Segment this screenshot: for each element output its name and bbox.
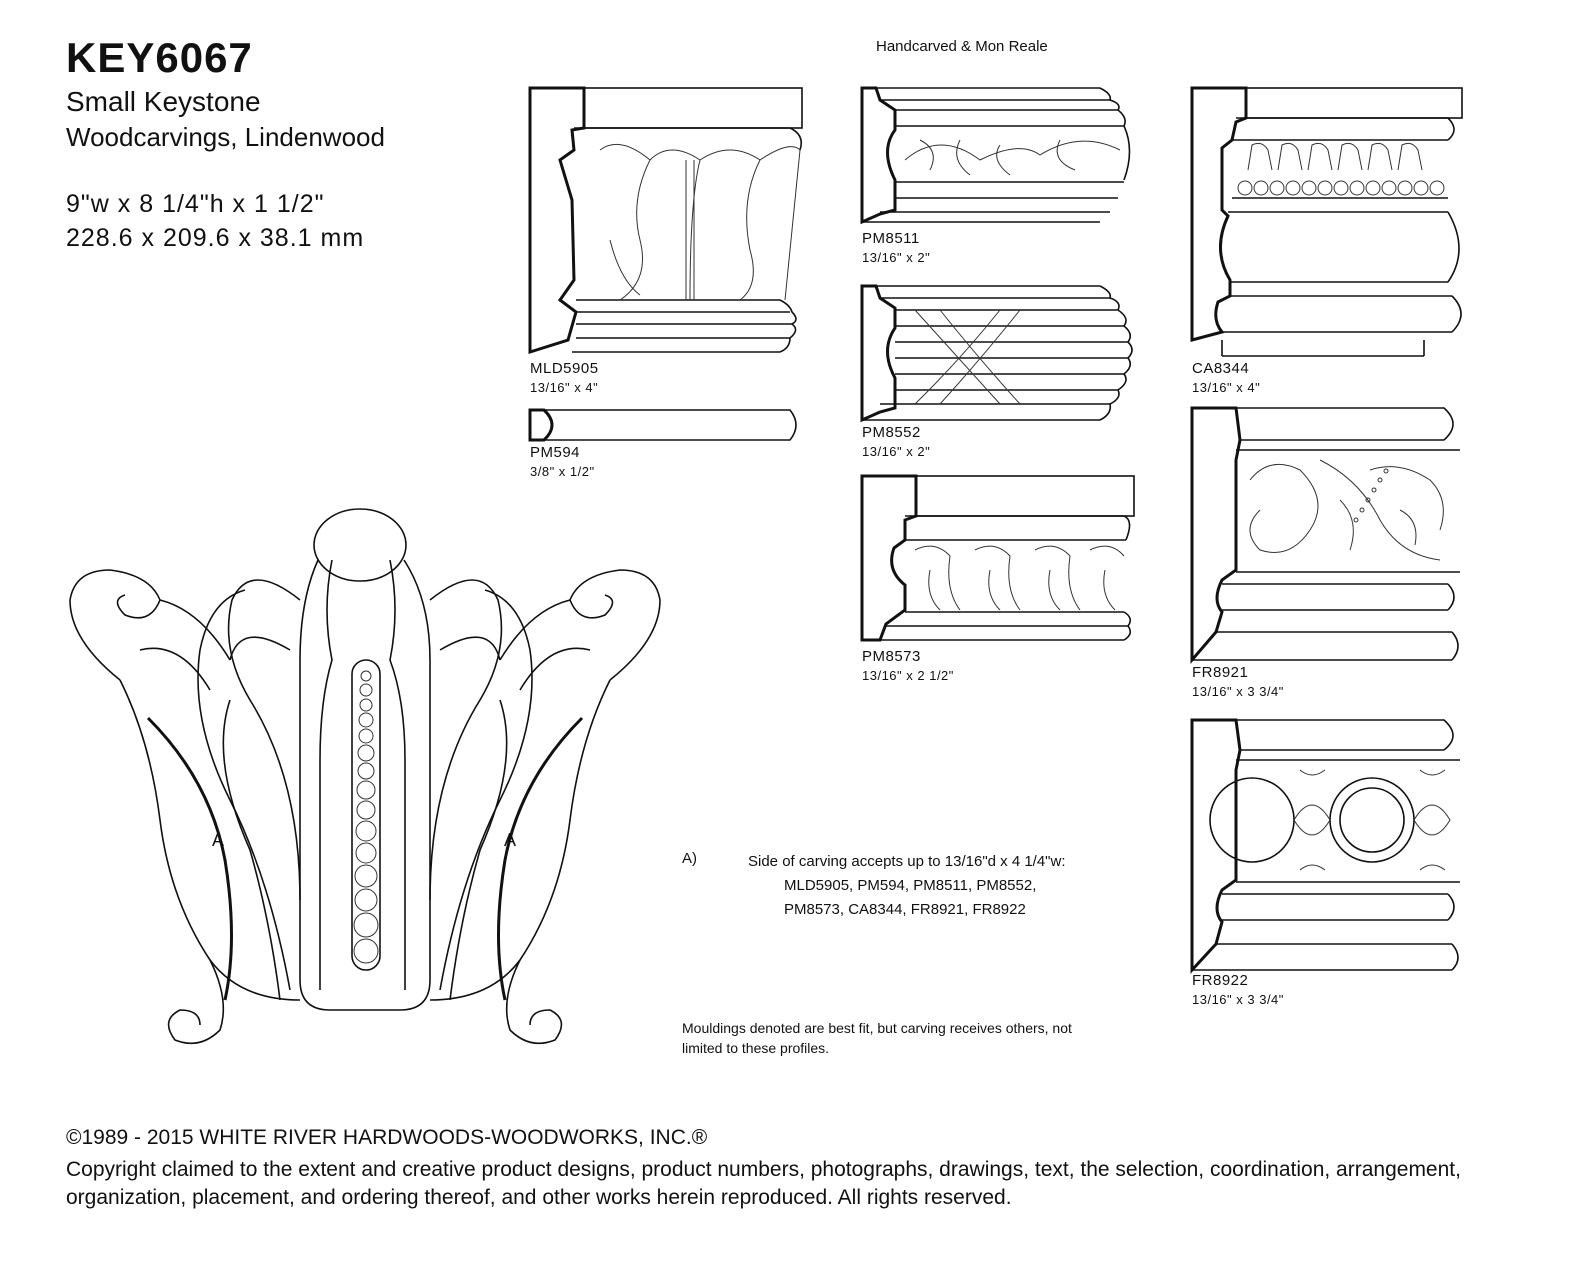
moulding-size: 13/16" x 4" <box>1192 380 1261 395</box>
moulding-pm594-drawing <box>528 408 797 442</box>
note-line-2: MLD5905, PM594, PM8511, PM8552, <box>784 877 1037 894</box>
best-fit-note: Mouldings denoted are best fit, but carv… <box>682 1020 1072 1056</box>
moulding-size: 13/16" x 2" <box>862 444 931 459</box>
note-line-3: PM8573, CA8344, FR8921, FR8922 <box>784 901 1026 918</box>
moulding-ca8344-drawing <box>1190 86 1463 357</box>
moulding-code: CA8344 <box>1192 360 1250 377</box>
moulding-fr8922-drawing <box>1190 718 1460 974</box>
note-line-1: Side of carving accepts up to 13/16"d x … <box>748 853 1066 870</box>
product-dimensions-mm: 228.6 x 209.6 x 38.1 mm <box>66 224 365 252</box>
header-note: Handcarved & Mon Reale <box>876 38 1048 55</box>
moulding-code: FR8922 <box>1192 972 1249 989</box>
side-label-right: A <box>504 830 517 850</box>
moulding-size: 13/16" x 4" <box>530 380 599 395</box>
product-dimensions-in: 9"w x 8 1/4"h x 1 1/2" <box>66 190 325 218</box>
moulding-code: PM8511 <box>862 230 920 247</box>
moulding-pm8511-drawing <box>860 86 1131 225</box>
moulding-size: 13/16" x 3 3/4" <box>1192 684 1284 699</box>
moulding-mld5905-drawing <box>528 86 803 355</box>
moulding-code: PM594 <box>530 444 581 461</box>
moulding-code: MLD5905 <box>530 360 599 377</box>
product-material: Woodcarvings, Lindenwood <box>66 122 385 152</box>
moulding-pm8573-drawing <box>860 474 1135 642</box>
note-text: Side of carving accepts up to 13/16"d x … <box>748 850 1168 922</box>
moulding-code: PM8573 <box>862 648 921 665</box>
note-letter: A) <box>682 850 697 867</box>
moulding-pm8552-drawing <box>860 284 1133 423</box>
moulding-code: FR8921 <box>1192 664 1249 681</box>
copyright-statement: Copyright claimed to the extent and crea… <box>66 1158 1461 1209</box>
moulding-size: 3/8" x 1/2" <box>530 464 595 479</box>
product-code: KEY6067 <box>66 34 253 81</box>
copyright-line: ©1989 - 2015 WHITE RIVER HARDWOODS-WOODW… <box>66 1126 708 1149</box>
keystone-carving-drawing <box>69 508 661 1045</box>
side-label-left: A <box>212 830 225 850</box>
moulding-size: 13/16" x 2" <box>862 250 931 265</box>
moulding-size: 13/16" x 2 1/2" <box>862 668 954 683</box>
product-name: Small Keystone <box>66 86 261 117</box>
moulding-size: 13/16" x 3 3/4" <box>1192 992 1284 1007</box>
moulding-code: PM8552 <box>862 424 921 441</box>
moulding-fr8921-drawing <box>1190 406 1460 665</box>
